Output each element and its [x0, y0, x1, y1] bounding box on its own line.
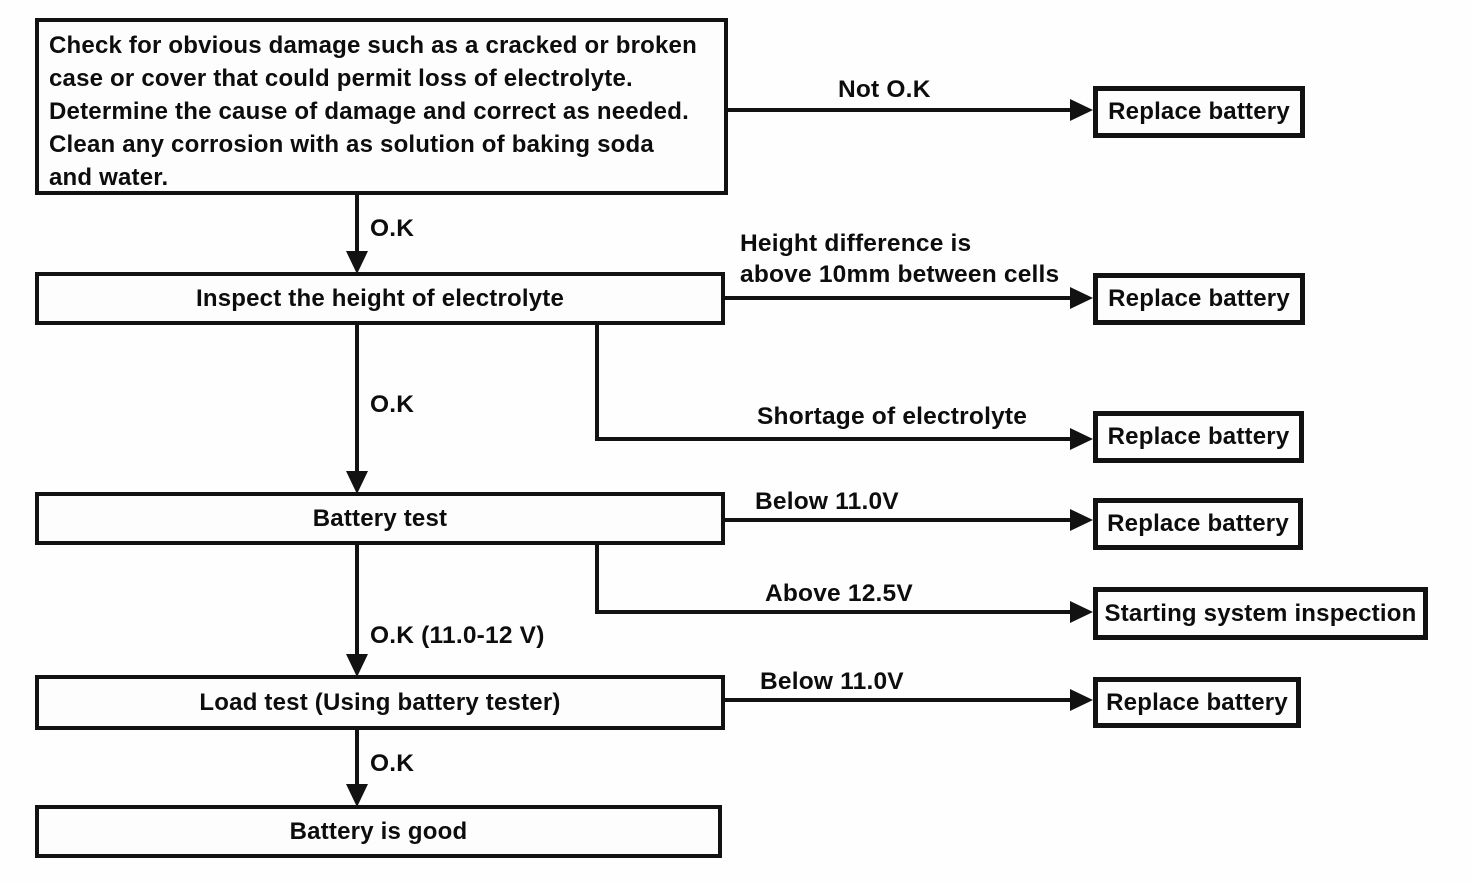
arrowhead-right-icon [1070, 509, 1093, 531]
edge-label-above-12-5v: Above 12.5V [765, 580, 913, 607]
outcome-replace-battery-2-label: Replace battery [1108, 285, 1290, 312]
step-battery-test: Battery test [35, 492, 725, 545]
step-battery-good: Battery is good [35, 805, 722, 858]
arrowhead-down-icon [346, 654, 368, 677]
connector-inspect-to-batterytest [355, 325, 359, 475]
outcome-replace-battery-3: Replace battery [1093, 411, 1304, 463]
step-damage-check-label: Check for obvious damage such as a crack… [49, 32, 697, 191]
arrowhead-right-icon [1070, 428, 1093, 450]
arrowhead-right-icon [1070, 601, 1093, 623]
outcome-replace-battery-1-label: Replace battery [1108, 98, 1290, 125]
connector-batterytest-to-replace [725, 518, 1071, 522]
edge-label-ok-range: O.K (11.0-12 V) [370, 622, 545, 649]
connector-shortage-vertical [595, 325, 599, 441]
outcome-replace-battery-5-label: Replace battery [1106, 688, 1288, 716]
connector-shortage-horizontal [595, 437, 1071, 441]
edge-label-not-ok: Not O.K [838, 76, 931, 103]
step-damage-check: Check for obvious damage such as a crack… [35, 18, 728, 195]
outcome-starting-system-inspection-label: Starting system inspection [1104, 599, 1417, 627]
arrowhead-right-icon [1070, 287, 1093, 309]
edge-label-below-11-0v-2: Below 11.0V [760, 668, 904, 695]
edge-label-ok-1: O.K [370, 215, 415, 242]
connector-above125-horizontal [595, 610, 1071, 614]
outcome-replace-battery-2: Replace battery [1093, 273, 1305, 325]
edge-label-ok-2: O.K [370, 391, 415, 418]
connector-batterytest-to-loadtest [355, 545, 359, 658]
outcome-starting-system-inspection: Starting system inspection [1093, 587, 1428, 640]
outcome-replace-battery-4-label: Replace battery [1107, 510, 1289, 537]
step-battery-test-label: Battery test [312, 504, 448, 532]
edge-label-ok-3: O.K [370, 750, 415, 777]
arrowhead-right-icon [1070, 99, 1093, 121]
edge-label-below-11-0v-1: Below 11.0V [755, 488, 899, 515]
edge-label-height-difference: Height difference is above 10mm between … [740, 230, 1060, 288]
step-load-test-label: Load test (Using battery tester) [199, 688, 561, 716]
connector-damage-to-inspect [355, 195, 359, 253]
edge-label-shortage: Shortage of electrolyte [757, 403, 1028, 430]
step-load-test: Load test (Using battery tester) [35, 675, 725, 730]
step-inspect-electrolyte-height-label: Inspect the height of electrolyte [196, 284, 564, 312]
connector-above125-vertical [595, 545, 599, 614]
arrowhead-right-icon [1070, 689, 1093, 711]
outcome-replace-battery-4: Replace battery [1093, 498, 1303, 550]
outcome-replace-battery-5: Replace battery [1093, 677, 1301, 728]
arrowhead-down-icon [346, 251, 368, 274]
outcome-replace-battery-1: Replace battery [1093, 86, 1305, 138]
connector-loadtest-to-good [355, 730, 359, 788]
arrowhead-down-icon [346, 471, 368, 494]
connector-loadtest-to-replace [725, 698, 1071, 702]
arrowhead-down-icon [346, 784, 368, 807]
step-battery-good-label: Battery is good [289, 817, 468, 845]
outcome-replace-battery-3-label: Replace battery [1107, 423, 1290, 450]
connector-damage-to-replace [728, 108, 1071, 112]
connector-inspect-to-replace [725, 296, 1071, 300]
step-inspect-electrolyte-height: Inspect the height of electrolyte [35, 272, 725, 325]
